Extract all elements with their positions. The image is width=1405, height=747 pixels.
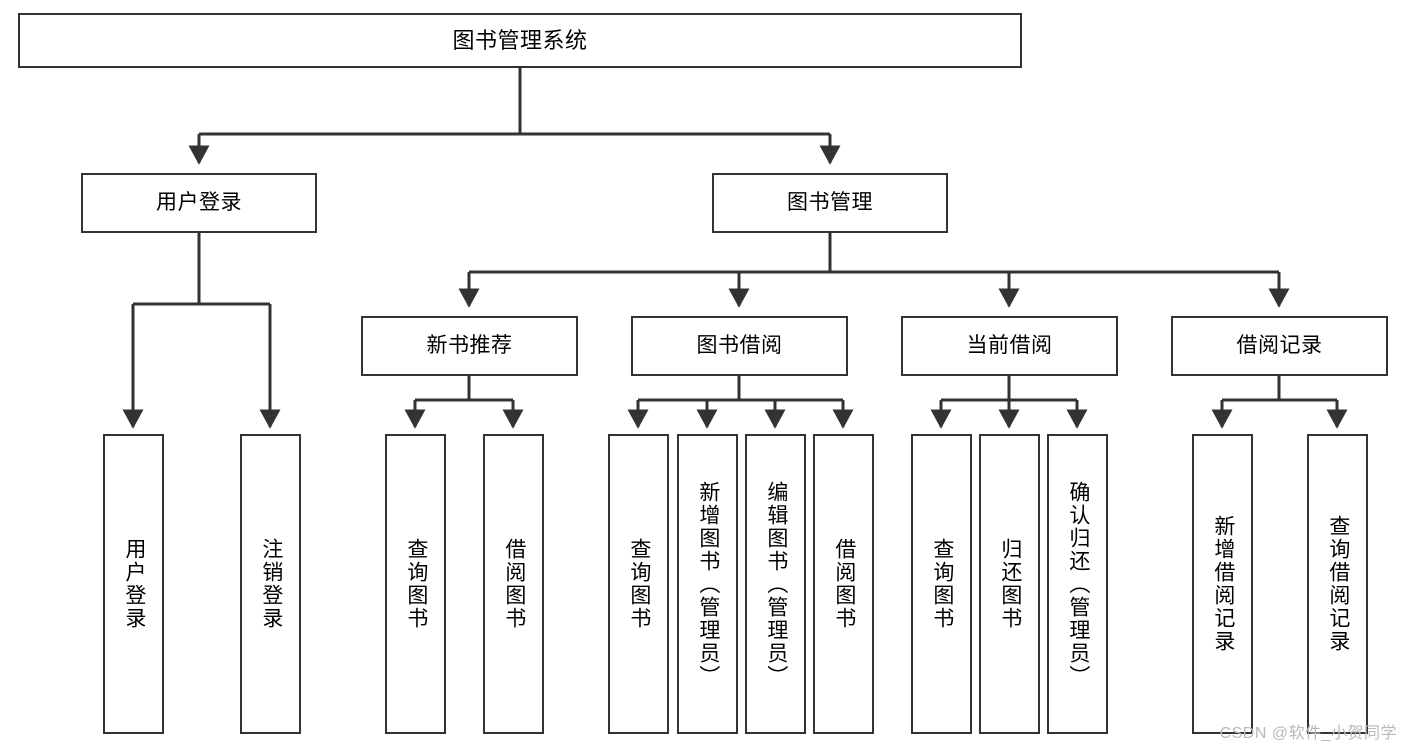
node-label: 查询图书 [404, 538, 428, 630]
node-label: 新书推荐 [426, 333, 513, 357]
leaf-confirm-return-admin[interactable]: 确认归还（管理员） [1047, 434, 1108, 734]
node-label: 图书管理系统 [452, 27, 588, 53]
leaf-logout[interactable]: 注销登录 [240, 434, 301, 734]
node-label: 确认归还（管理员） [1066, 480, 1090, 688]
leaf-add-borrow-record[interactable]: 新增借阅记录 [1192, 434, 1253, 734]
leaf-query-borrow-record[interactable]: 查询借阅记录 [1307, 434, 1368, 734]
node-label: 新增图书（管理员） [696, 480, 720, 688]
node-label: 编辑图书（管理员） [764, 480, 788, 688]
leaf-query-book-recommend[interactable]: 查询图书 [385, 434, 446, 734]
node-label: 图书管理 [787, 190, 873, 214]
node-label: 新增借阅记录 [1211, 515, 1235, 653]
node-label: 用户登录 [156, 190, 242, 214]
leaf-user-login[interactable]: 用户登录 [103, 434, 164, 734]
node-book-borrow[interactable]: 图书借阅 [631, 316, 848, 376]
node-user-login[interactable]: 用户登录 [81, 173, 317, 233]
node-label: 注销登录 [259, 538, 283, 630]
node-root-system[interactable]: 图书管理系统 [18, 13, 1022, 68]
node-label: 借阅图书 [502, 538, 526, 630]
leaf-query-book-borrow[interactable]: 查询图书 [608, 434, 669, 734]
node-new-book-recommend[interactable]: 新书推荐 [361, 316, 578, 376]
node-label: 借阅记录 [1236, 333, 1323, 357]
node-label: 查询图书 [627, 538, 651, 630]
node-current-borrow[interactable]: 当前借阅 [901, 316, 1118, 376]
node-label: 查询图书 [930, 538, 954, 630]
node-borrow-record[interactable]: 借阅记录 [1171, 316, 1388, 376]
leaf-edit-book-admin[interactable]: 编辑图书（管理员） [745, 434, 806, 734]
node-label: 借阅图书 [832, 538, 856, 630]
leaf-return-book[interactable]: 归还图书 [979, 434, 1040, 734]
node-book-management[interactable]: 图书管理 [712, 173, 948, 233]
leaf-borrow-book[interactable]: 借阅图书 [813, 434, 874, 734]
node-label: 归还图书 [998, 538, 1022, 630]
leaf-query-book-current[interactable]: 查询图书 [911, 434, 972, 734]
node-label: 图书借阅 [696, 333, 783, 357]
leaf-add-book-admin[interactable]: 新增图书（管理员） [677, 434, 738, 734]
watermark: CSDN @软件_小贺同学 [1219, 725, 1397, 742]
node-label: 当前借阅 [966, 333, 1053, 357]
node-label: 用户登录 [122, 538, 146, 630]
node-label: 查询借阅记录 [1326, 515, 1350, 653]
leaf-borrow-book-recommend[interactable]: 借阅图书 [483, 434, 544, 734]
